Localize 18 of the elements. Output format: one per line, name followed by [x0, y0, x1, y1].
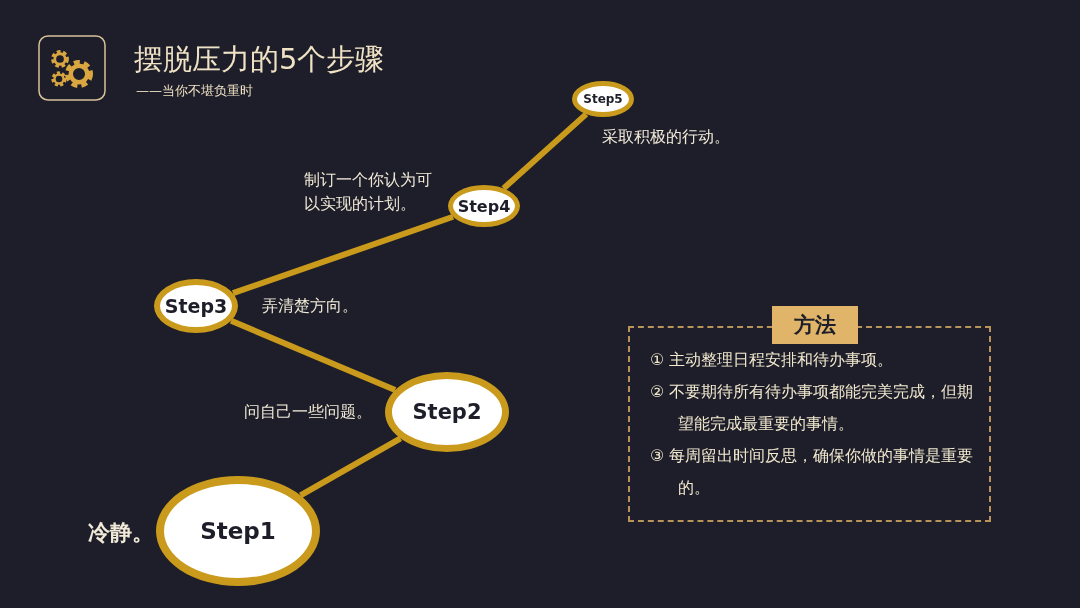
step-ellipse: Step1 — [156, 476, 320, 586]
list-item: ① 主动整理日程安排和待办事项。 — [650, 349, 895, 371]
step-ellipse: Step3 — [154, 279, 238, 333]
panel-heading: 方法 — [772, 306, 858, 344]
connector-line — [229, 318, 397, 393]
connector-line — [231, 213, 455, 296]
step-description: 冷静。 — [88, 520, 155, 546]
step-ellipse: Step4 — [448, 185, 520, 227]
subtitle: ——当你不堪负重时 — [136, 82, 253, 100]
step-ellipse: Step2 — [385, 372, 509, 452]
list-item: ③ 每周留出时间反思，确保你做的事情是重要的。 — [650, 445, 975, 499]
step-description: 问自己一些问题。 — [243, 401, 372, 423]
step-ellipse: Step5 — [572, 81, 634, 117]
step-description: 弄清楚方向。 — [262, 295, 359, 317]
title: 摆脱压力的5个步骤 — [134, 41, 385, 78]
list-item: ② 不要期待所有待办事项都能完美完成，但期望能完成最重要的事情。 — [650, 381, 975, 435]
step-description: 采取积极的行动。 — [602, 126, 731, 148]
step-description: 制订一个你认为可以实现的计划。 — [304, 169, 433, 215]
